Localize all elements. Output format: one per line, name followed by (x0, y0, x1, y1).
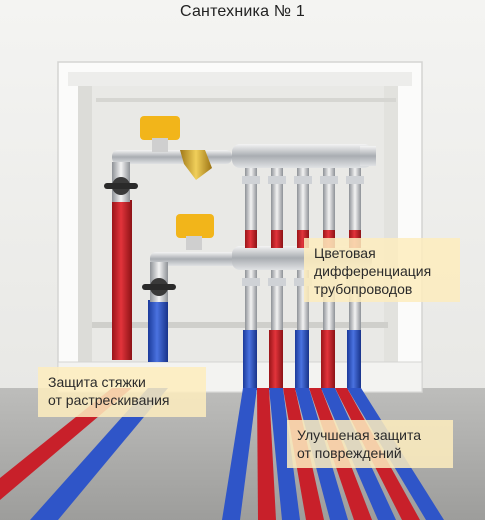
page-title: Сантехника № 1 (180, 3, 305, 20)
callout-line: трубопроводов (314, 281, 413, 297)
callout-line: Улучшеная защита (297, 427, 422, 443)
callout-line: дифференциация (314, 263, 432, 279)
callout-screed-protection: Защита стяжки от растрескивания (38, 367, 206, 417)
upper-actuator (140, 116, 180, 152)
cold-return-riser (148, 300, 168, 362)
callout-line: Защита стяжки (48, 374, 146, 390)
upper-outlet-stems (242, 168, 364, 230)
upper-manifold (104, 144, 376, 202)
callout-color-differentiation: Цветовая дифференциация трубопроводов (304, 238, 460, 302)
callout-line: от растрескивания (48, 392, 170, 408)
hot-supply-riser (112, 200, 132, 360)
callout-damage-protection: Улучшеная защита от повреждений (287, 420, 453, 468)
lower-actuator (176, 214, 214, 250)
callout-line: Цветовая (314, 245, 376, 261)
callout-line: от повреждений (297, 445, 402, 461)
